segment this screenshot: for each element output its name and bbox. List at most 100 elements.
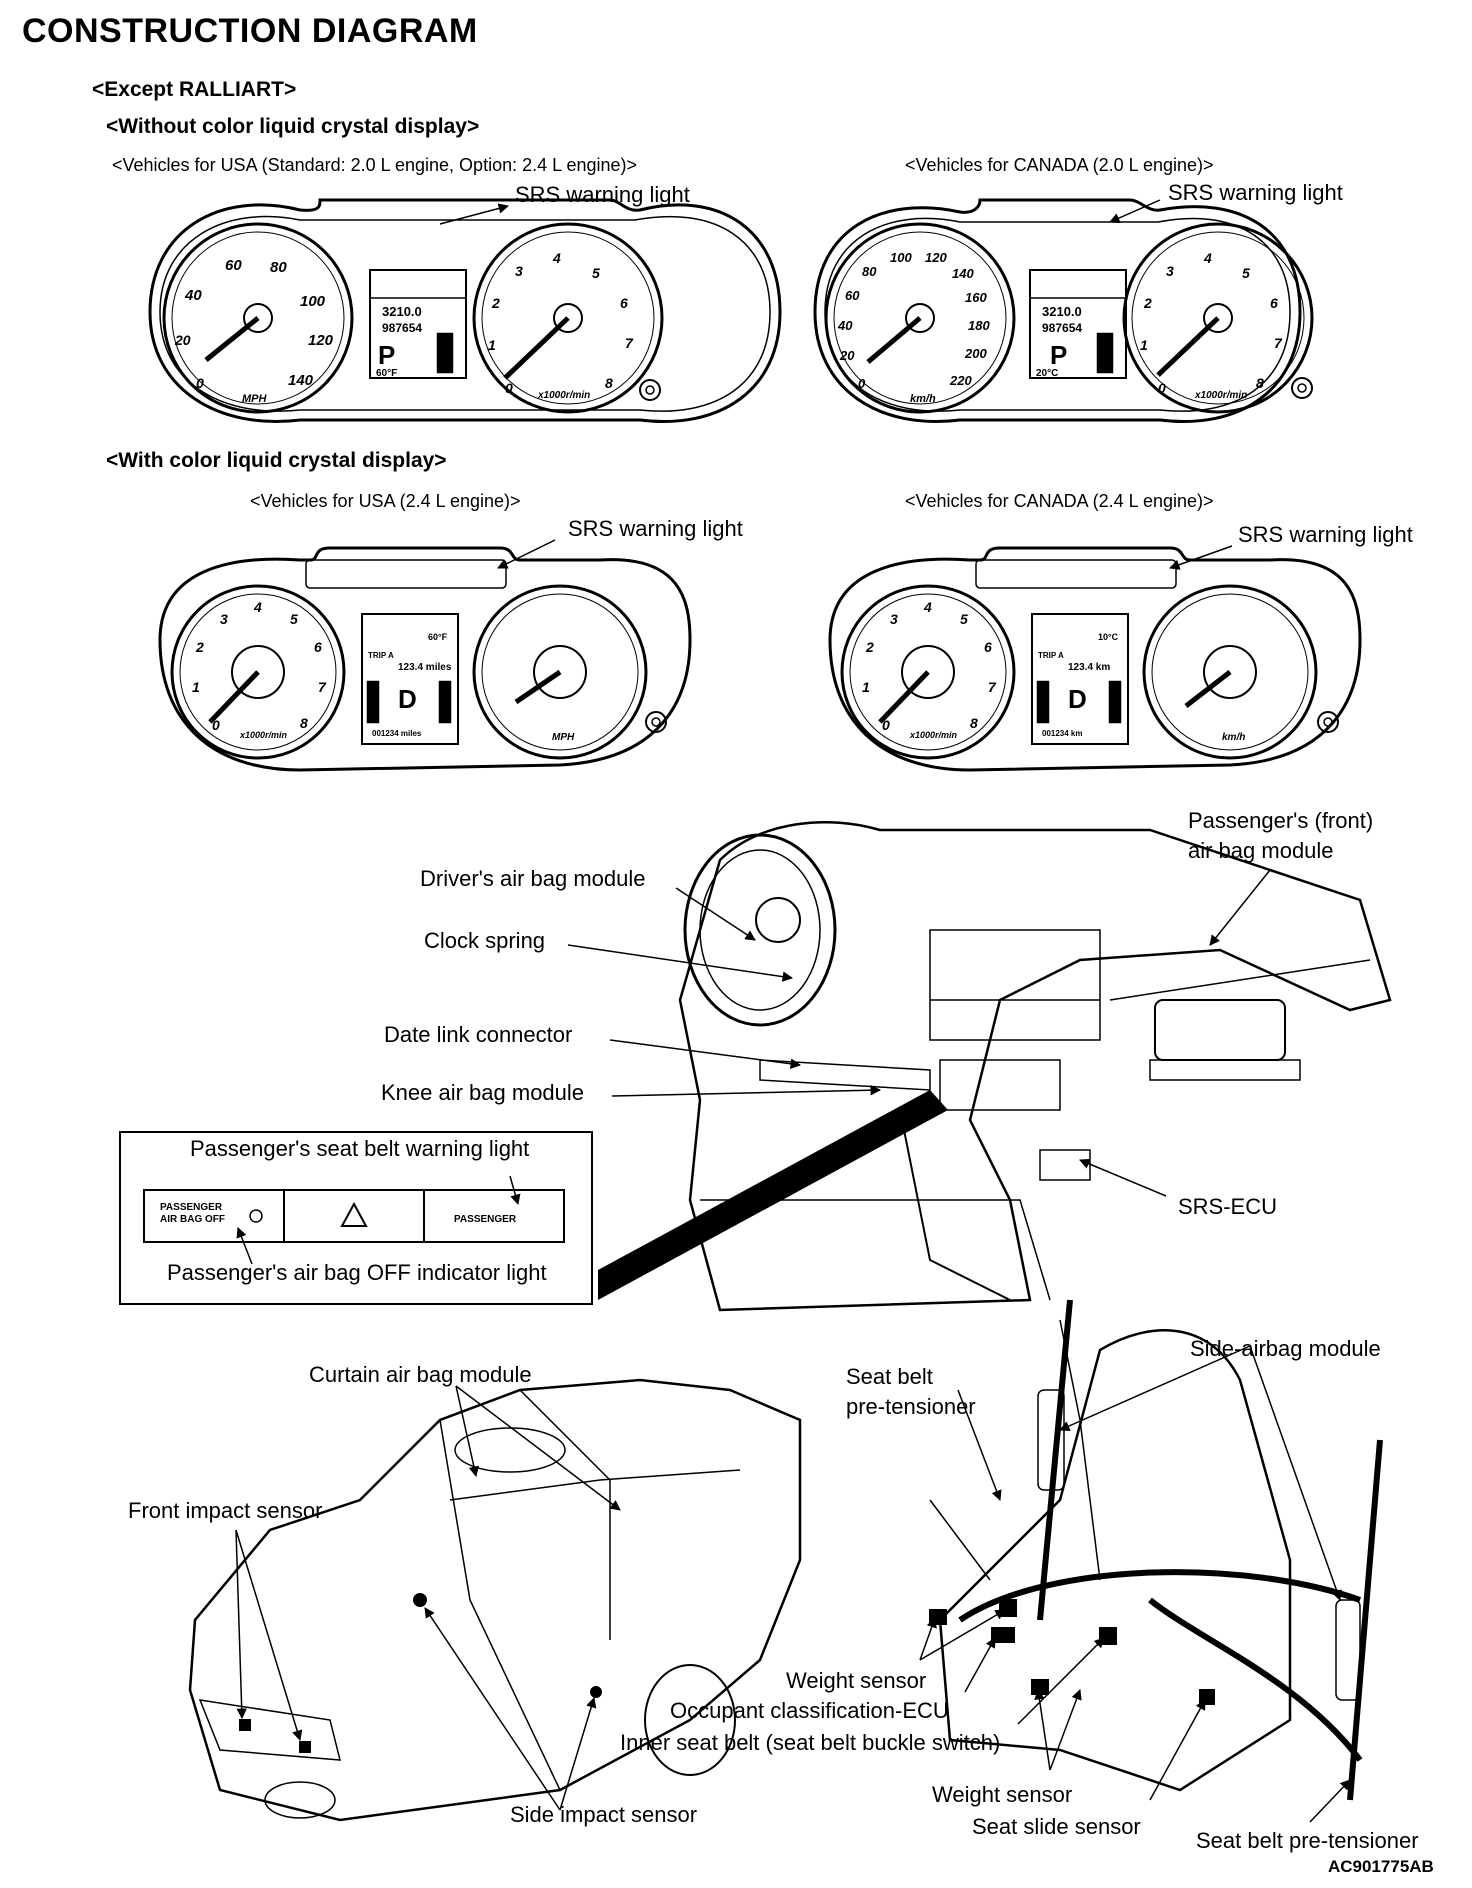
label-passenger-front-airbag-2: air bag module [1188, 838, 1334, 863]
seat-leaders [919, 1345, 1351, 1823]
canada-color-tacho-6: 6 [984, 639, 992, 655]
usa-color-tacho-7: 7 [318, 679, 327, 695]
seat-illustration [929, 1299, 1383, 1801]
label-inner-seat-belt: Inner seat belt (seat belt buckle switch… [620, 1730, 1001, 1755]
label-seat-belt-pretensioner-1: Seat belt [846, 1364, 933, 1389]
dashboard-leaders [567, 869, 1271, 1197]
caption-usa-mono: <Vehicles for USA (Standard: 2.0 L engin… [112, 155, 638, 175]
canada-mono-tacho-4: 4 [1203, 250, 1212, 266]
label-passenger-front-airbag-1: Passenger's (front) [1188, 808, 1374, 833]
canada-color-tacho-5: 5 [960, 611, 968, 627]
cluster-usa-mono [148, 198, 782, 423]
usa-color-tacho-3: 3 [220, 611, 228, 627]
label-side-impact-sensor: Side impact sensor [510, 1802, 698, 1827]
inset-panel [119, 1131, 593, 1305]
label-srs-ecu: SRS-ECU [1178, 1194, 1278, 1219]
usa-mono-tick-0: 0 [196, 375, 204, 391]
usa-mono-tacho-7: 7 [625, 335, 634, 351]
usa-mono-tacho-6: 6 [620, 295, 628, 311]
label-drivers-airbag: Driver's air bag module [420, 866, 646, 891]
canada-mono-tacho-3: 3 [1166, 263, 1174, 279]
section-with-color-lcd: <With color liquid crystal display> [106, 449, 447, 472]
usa-mono-tacho-5: 5 [592, 265, 600, 281]
label-passenger-belt-warning: Passenger's seat belt warning light [190, 1136, 530, 1161]
canada-color-tacho-8: 8 [970, 715, 978, 731]
page-title: CONSTRUCTION DIAGRAM [22, 12, 478, 50]
dashboard-illustration [678, 821, 1392, 1312]
usa-mono-gear: P [378, 340, 395, 370]
canada-mono-gear: P [1050, 340, 1067, 370]
usa-color-tacho-5: 5 [290, 611, 298, 627]
canada-mono-tick-100: 100 [890, 250, 912, 265]
label-front-impact-sensor: Front impact sensor [128, 1498, 323, 1523]
canada-color-tacho-7: 7 [988, 679, 997, 695]
usa-color-gear: D [398, 684, 417, 714]
caption-canada-mono: <Vehicles for CANADA (2.0 L engine)> [905, 155, 1214, 175]
canada-mono-tick-0: 0 [858, 376, 866, 391]
canada-mono-tacho-7: 7 [1274, 335, 1283, 351]
callout-wedge [598, 1090, 948, 1300]
usa-mono-tick-40: 40 [184, 287, 202, 304]
label-seat-belt-pretensioner-2b: Seat belt pre-tensioner [1196, 1828, 1419, 1853]
caption-canada-color: <Vehicles for CANADA (2.4 L engine)> [905, 491, 1214, 511]
vehicle-illustration [188, 1378, 802, 1822]
label-clock-spring: Clock spring [424, 928, 546, 953]
canada-mono-tacho-0: 0 [1158, 380, 1166, 396]
label-side-airbag: Side-airbag module [1190, 1336, 1381, 1361]
usa-mono-tacho-4: 4 [552, 250, 561, 266]
section-without-color-lcd: <Without color liquid crystal display> [106, 115, 480, 138]
usa-color-trip: 123.4 miles [398, 662, 452, 673]
canada-mono-trip: 987654 [1042, 321, 1082, 335]
canada-color-speed-unit: km/h [1222, 732, 1245, 743]
usa-mono-temp: 60°F [376, 368, 397, 379]
usa-color-tacho-1: 1 [192, 679, 200, 695]
inset-right-text: PASSENGER [454, 1214, 517, 1225]
canada-color-tacho-unit: x1000r/min [909, 730, 958, 740]
canada-color-tacho-2: 2 [865, 639, 874, 655]
usa-mono-tick-100: 100 [300, 293, 326, 310]
usa-mono-tacho-1: 1 [488, 337, 496, 353]
inset-left-line2: AIR BAG OFF [160, 1214, 225, 1225]
usa-color-trip-label: TRIP A [368, 651, 394, 660]
canada-color-gear: D [1068, 684, 1087, 714]
usa-mono-odo: 3210.0 [382, 304, 422, 319]
canada-mono-tacho-8: 8 [1256, 375, 1264, 391]
usa-color-tacho-unit: x1000r/min [239, 730, 288, 740]
canada-color-odo: 001234 km [1042, 729, 1082, 738]
usa-color-tacho-6: 6 [314, 639, 322, 655]
cluster-usa-color [158, 539, 692, 772]
label-data-link-connector: Date link connector [384, 1022, 573, 1047]
figure-code: AC901775AB [1328, 1857, 1434, 1876]
usa-color-tacho-0: 0 [212, 717, 220, 733]
canada-mono-tacho-1: 1 [1140, 337, 1148, 353]
usa-mono-tick-60: 60 [225, 257, 242, 274]
cluster-canada-mono [813, 198, 1314, 423]
usa-mono-tick-20: 20 [174, 332, 191, 348]
usa-mono-tick-120: 120 [308, 332, 334, 349]
canada-mono-tick-20: 20 [839, 348, 855, 363]
label-curtain-airbag: Curtain air bag module [309, 1362, 532, 1387]
canada-color-tacho-1: 1 [862, 679, 870, 695]
usa-color-odo: 001234 miles [372, 729, 422, 738]
canada-mono-tick-160: 160 [965, 290, 987, 305]
canada-mono-tick-40: 40 [837, 318, 853, 333]
canada-mono-tick-120: 120 [925, 250, 947, 265]
usa-mono-tacho-2: 2 [491, 295, 500, 311]
caption-usa-color: <Vehicles for USA (2.4 L engine)> [250, 491, 521, 511]
usa-mono-tick-80: 80 [270, 259, 287, 276]
canada-mono-tick-80: 80 [862, 264, 877, 279]
canada-mono-temp: 20°C [1036, 368, 1058, 379]
usa-color-tacho-8: 8 [300, 715, 308, 731]
label-seat-belt-pretensioner-2: pre-tensioner [846, 1394, 976, 1419]
srs-warning-light-label-3: SRS warning light [568, 516, 743, 541]
canada-mono-tacho-2: 2 [1143, 295, 1152, 311]
srs-warning-light-label-2: SRS warning light [1168, 180, 1343, 205]
canada-color-tacho-0: 0 [882, 717, 890, 733]
canada-color-tacho-4: 4 [923, 599, 932, 615]
canada-mono-tick-180: 180 [968, 318, 990, 333]
usa-mono-tacho-8: 8 [605, 375, 613, 391]
inset-left-line1: PASSENGER [160, 1202, 223, 1213]
usa-color-tacho-4: 4 [253, 599, 262, 615]
canada-color-tacho-3: 3 [890, 611, 898, 627]
